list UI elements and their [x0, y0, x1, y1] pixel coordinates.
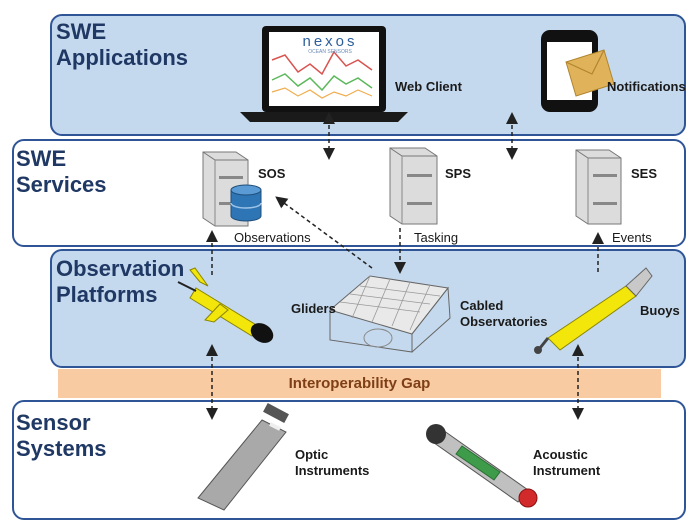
- events-caption: Events: [612, 230, 652, 245]
- cabled-observatories-label: Cabled Observatories: [460, 298, 548, 329]
- buoy-icon: [534, 267, 653, 354]
- database-icon: [230, 184, 262, 222]
- observations-caption: Observations: [234, 230, 311, 245]
- interoperability-gap-label: Interoperability Gap: [288, 375, 431, 392]
- applications-title: SWE Applications: [56, 19, 189, 70]
- services-title: SWE Services: [16, 146, 107, 197]
- acoustic-instrument-label: Acoustic Instrument: [533, 447, 601, 478]
- web-client-label: Web Client: [395, 79, 462, 94]
- optic-instrument-icon: [197, 402, 289, 511]
- sos-label: SOS: [258, 166, 286, 181]
- gliders-label: Gliders: [291, 301, 336, 316]
- services-layer: [12, 139, 686, 247]
- sps-server-icon: [389, 147, 438, 225]
- ses-label: SES: [631, 166, 658, 181]
- interoperability-gap: Interoperability Gap: [58, 369, 661, 398]
- acoustic-instrument-icon: [426, 424, 538, 508]
- nexos-logo-subtext: OCEAN SENSORS: [308, 49, 352, 55]
- envelope-icon: [565, 49, 615, 97]
- glider-icon: [177, 267, 274, 343]
- laptop-icon: [240, 26, 408, 122]
- cabled-observatory-icon: [328, 275, 451, 353]
- buoys-label: Buoys: [640, 303, 680, 318]
- sps-label: SPS: [445, 166, 472, 181]
- ses-server-icon: [575, 149, 622, 225]
- optic-instruments-label: Optic Instruments: [295, 447, 370, 478]
- tasking-caption: Tasking: [414, 230, 459, 245]
- nexos-logo: nexos OCEAN SENSORS: [290, 34, 370, 56]
- sensors-title: Sensor Systems: [16, 410, 107, 461]
- connector-arrows: [206, 112, 604, 420]
- nexos-logo-text: nexos: [302, 33, 358, 50]
- platforms-title: Observation Platforms: [56, 256, 185, 307]
- notifications-label: Notifications: [607, 79, 686, 94]
